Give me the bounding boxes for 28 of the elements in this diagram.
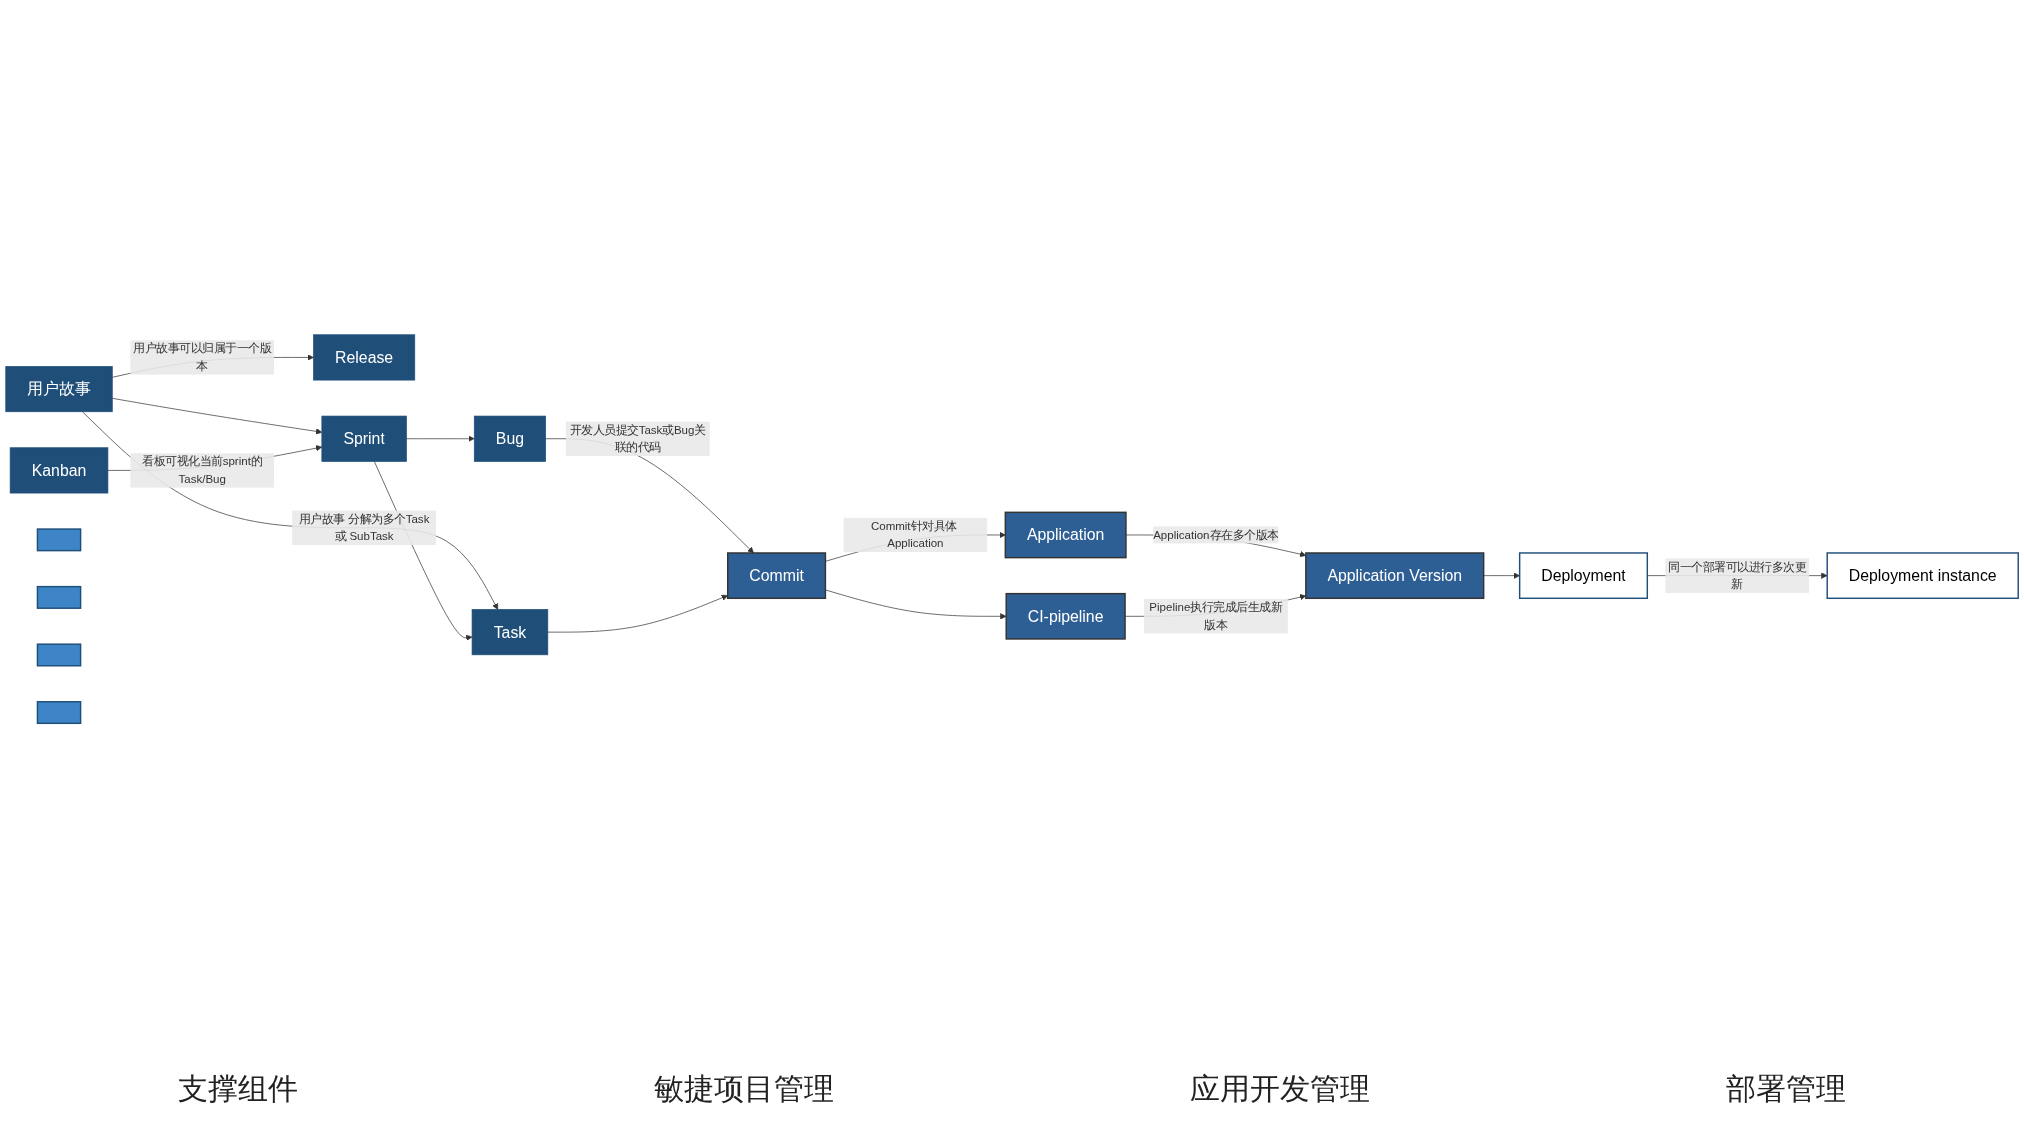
section-label: 应用开发管理	[1190, 1071, 1370, 1107]
node-box	[36, 528, 82, 552]
section-label: 部署管理	[1726, 1071, 1846, 1107]
node-box	[36, 701, 82, 725]
edge-label: 用户故事可以归属于一个版本	[133, 342, 272, 373]
node-box: Bug	[473, 416, 546, 463]
node-box	[36, 643, 82, 667]
edge-label: 同一个部署可以进行多次更新	[1668, 560, 1807, 591]
node-box: Deployment instance	[1826, 552, 2019, 600]
node-box: Application	[1004, 512, 1127, 559]
node-box: Sprint	[321, 416, 407, 463]
node-box: Deployment	[1518, 552, 1649, 600]
edge-label: 用户故事 分解为多个Task或 SubTask	[298, 513, 430, 543]
node-box: Application Version	[1305, 552, 1485, 600]
node-box: Release	[313, 334, 416, 381]
node-box: CI-pipeline	[1005, 593, 1126, 641]
edge-label: 看板可视化当前sprint的Task/Bug	[142, 455, 263, 486]
node-box: Commit	[727, 552, 827, 600]
edge-label: Application存在多个版本	[1153, 528, 1279, 542]
node-box	[36, 586, 82, 610]
edge-label: Pipeline执行完成后生成新版本	[1149, 601, 1283, 632]
section-label: 敏捷项目管理	[654, 1071, 834, 1107]
edge-label: Commit针对具体 Application	[870, 520, 957, 550]
node-box: Task	[471, 609, 549, 656]
node-box: Kanban	[9, 447, 109, 494]
edge-label: 开发人员提交Task或Bug关联的代码	[569, 424, 706, 454]
node-box: 用户故事	[5, 366, 113, 413]
section-label: 支撑组件	[178, 1071, 298, 1107]
